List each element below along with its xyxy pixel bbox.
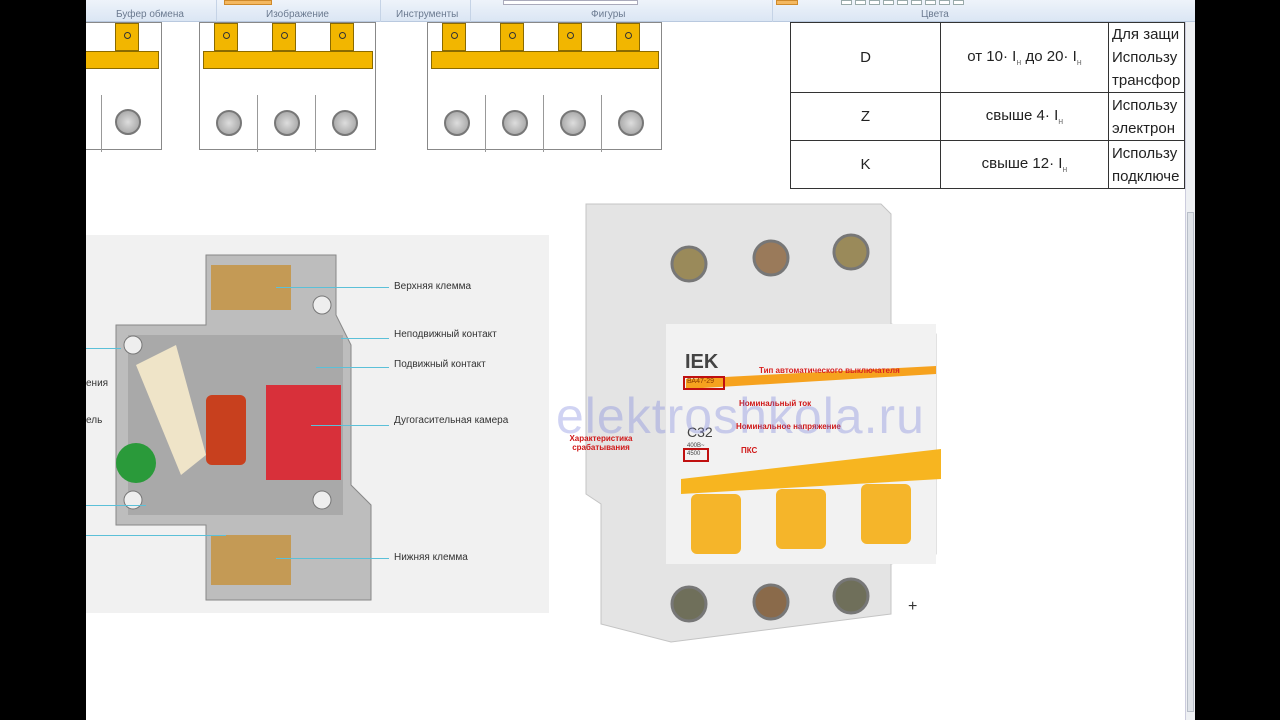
annotation-rated-current: Номинальный ток bbox=[739, 399, 812, 408]
breaker-drawing-3pole bbox=[199, 22, 376, 152]
model-label: ВА47-29 bbox=[687, 378, 715, 385]
scrollbar-thumb[interactable] bbox=[1187, 212, 1194, 712]
pks-value: 4500 bbox=[687, 451, 701, 457]
brand-logo: IEK bbox=[685, 351, 719, 373]
vertical-scrollbar[interactable] bbox=[1185, 22, 1195, 720]
select-button[interactable] bbox=[224, 0, 272, 5]
label-lower-terminal: Нижняя клемма bbox=[394, 552, 468, 563]
breaker-body bbox=[585, 203, 941, 643]
breaker-drawing-4pole bbox=[427, 22, 662, 152]
breaker-drawing-2pole bbox=[86, 22, 162, 152]
group-tools: Инструменты bbox=[396, 9, 459, 20]
color1-button[interactable] bbox=[776, 0, 798, 5]
group-colors: Цвета bbox=[921, 9, 949, 20]
breaker-cutaway-diagram: Верхняя клемма Неподвижный контакт Подви… bbox=[86, 235, 549, 613]
watermark: elektroshkola.ru bbox=[556, 388, 925, 444]
label-upper-terminal: Верхняя клемма bbox=[394, 281, 472, 292]
breaker-photo: IEK ВА47-29 C32 400В~ 4500 Тип автоматич… bbox=[569, 194, 961, 644]
shapes-gallery[interactable] bbox=[503, 0, 638, 5]
crosshair-cursor-icon: + bbox=[908, 598, 918, 615]
type-cell: Z bbox=[790, 92, 941, 141]
annotation-trip-characteristic: Характеристика срабатывания bbox=[569, 434, 633, 452]
group-shapes: Фигуры bbox=[591, 9, 626, 20]
cutaway-illustration bbox=[115, 254, 372, 601]
type-cell: D bbox=[790, 22, 941, 93]
annotation-type: Тип автоматического выключателя bbox=[759, 366, 900, 375]
group-clipboard: Буфер обмена bbox=[116, 9, 184, 20]
ribbon: Буфер обмена Изображение Инструменты Фиг… bbox=[86, 0, 1195, 22]
annotation-breaking-capacity: ПКС bbox=[741, 446, 758, 455]
paint-window: Буфер обмена Изображение Инструменты Фиг… bbox=[86, 0, 1195, 720]
label-fixed-contact: Неподвижный контакт bbox=[394, 329, 497, 340]
annotation-rated-voltage: Номинальное напряжение bbox=[736, 422, 841, 431]
label-cut-2: ель bbox=[86, 415, 103, 426]
current-cell: от 10· Iн до 20· Iн bbox=[940, 22, 1109, 93]
label-moving-contact: Подвижный контакт bbox=[394, 359, 486, 370]
current-cell: свыше 12· Iн bbox=[940, 140, 1109, 189]
voltage-label: 400В~ bbox=[687, 443, 705, 449]
rating-label: C32 bbox=[687, 424, 713, 440]
type-cell: K bbox=[790, 140, 941, 189]
label-arc-chamber: Дугогасительная камера bbox=[394, 415, 509, 426]
current-cell: свыше 4· Iн bbox=[940, 92, 1109, 141]
group-image: Изображение bbox=[266, 9, 329, 20]
label-cut-1: ения bbox=[86, 378, 109, 389]
